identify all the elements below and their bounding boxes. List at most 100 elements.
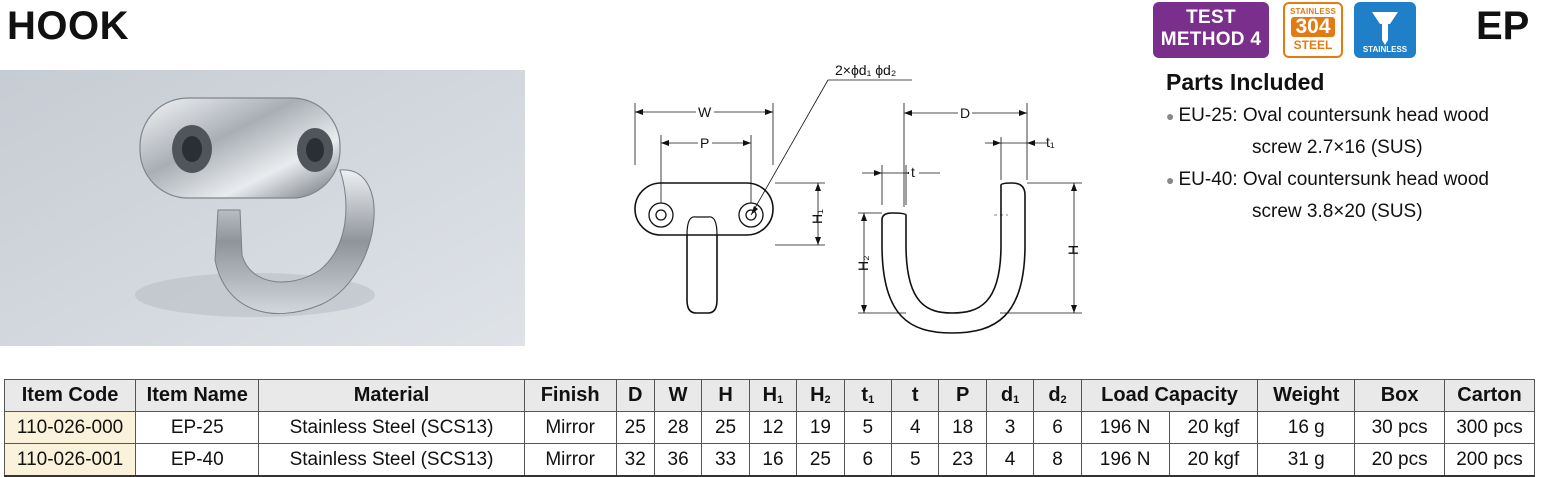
dim-t1-label: t₁ [1046, 134, 1055, 150]
col-t1-sub: 1 [868, 394, 875, 406]
cell-finish: Mirror [523, 411, 617, 444]
cell-item-name: EP-25 [135, 411, 260, 444]
col-item-name: Item Name [135, 379, 260, 412]
cell-finish: Mirror [523, 443, 617, 477]
col-d1-sub: 1 [1013, 394, 1020, 406]
col-d2-main: d [1048, 384, 1061, 406]
steel-badge-bottom: STEEL [1293, 38, 1333, 52]
test-badge-line2: METHOD 4 [1160, 29, 1262, 50]
bullet-dot-icon: ● [1166, 108, 1175, 124]
cell-h1: 16 [748, 443, 798, 477]
hole-diameter-label: 2×ϕd₁ ϕd₂ [835, 62, 896, 78]
page-title: HOOK [7, 4, 129, 48]
spec-table: Item Code Item Name Material Finish D W … [3, 379, 1535, 477]
cell-d: 25 [615, 411, 655, 444]
cell-t: 5 [891, 443, 940, 477]
col-d1-main: d [1000, 384, 1014, 406]
cell-box: 20 pcs [1354, 443, 1445, 477]
part-item: ●EU-25: Oval countersunk head wood screw… [1166, 100, 1536, 163]
cell-weight: 16 g [1257, 411, 1356, 444]
screw-icon [1372, 12, 1398, 45]
cell-material: Stainless Steel (SCS13) [258, 411, 525, 444]
col-h2: H2 [796, 379, 845, 412]
table-header-row: Item Code Item Name Material Finish D W … [3, 379, 1535, 412]
cell-box: 30 pcs [1354, 411, 1445, 444]
col-h: H [701, 379, 750, 412]
col-d2-sub: 2 [1060, 394, 1067, 406]
cell-d: 32 [615, 443, 655, 477]
part-desc-line2: screw 3.8×20 (SUS) [1252, 201, 1423, 222]
col-carton: Carton [1444, 379, 1535, 412]
product-photo [0, 70, 525, 346]
dim-w-label: W [698, 104, 712, 120]
cell-carton: 300 pcs [1444, 411, 1535, 444]
cell-h2: 19 [796, 411, 845, 444]
test-badge-line1: TEST [1186, 7, 1236, 28]
col-w: W [653, 379, 703, 412]
part-code: EU-40: [1178, 169, 1238, 190]
col-d1: d1 [985, 379, 1035, 412]
front-view [634, 79, 912, 314]
stainless-screw-badge: STAINLESS [1354, 2, 1416, 58]
col-t1: t1 [843, 379, 893, 412]
cell-t1: 6 [843, 443, 893, 477]
col-material: Material [258, 379, 525, 412]
cell-t1: 5 [843, 411, 893, 444]
col-box: Box [1354, 379, 1445, 412]
cell-carton: 200 pcs [1444, 443, 1535, 477]
cell-w: 28 [653, 411, 703, 444]
dim-p-label: P [700, 135, 709, 151]
dim-d-label: D [960, 105, 970, 121]
col-load-capacity: Load Capacity [1080, 379, 1259, 412]
dim-h2-label: H₂ [855, 255, 871, 271]
technical-drawing: 2×ϕd₁ ϕd₂ W P H₁ D t₁ t H₂ H [634, 62, 1082, 334]
cell-d1: 4 [985, 443, 1035, 477]
steel-badge-top: STAINLESS [1289, 7, 1337, 16]
cell-material: Stainless Steel (SCS13) [258, 443, 525, 477]
col-h2-sub: 2 [824, 394, 831, 406]
stainless-304-badge: STAINLESS 304 STEEL [1283, 2, 1343, 58]
steel-badge-number: 304 [1291, 16, 1335, 37]
cell-p: 18 [938, 411, 987, 444]
col-d: D [615, 379, 655, 412]
cell-load-n: 196 N [1080, 411, 1170, 444]
part-desc-line1: Oval countersunk head wood [1242, 169, 1489, 190]
cell-load-kgf: 20 kgf [1168, 411, 1259, 444]
part-desc-line2: screw 2.7×16 (SUS) [1252, 137, 1423, 158]
part-item: ●EU-40: Oval countersunk head wood screw… [1166, 164, 1536, 227]
cell-load-n: 196 N [1080, 443, 1170, 477]
cell-d2: 8 [1033, 443, 1082, 477]
dim-t-label: t [911, 164, 915, 180]
cell-load-kgf: 20 kgf [1168, 443, 1259, 477]
col-t: t [891, 379, 940, 412]
col-t1-main: t [861, 384, 869, 406]
cell-p: 23 [938, 443, 987, 477]
col-h1-sub: 1 [777, 394, 784, 406]
part-code: EU-25: [1178, 105, 1238, 126]
col-h2-main: H [810, 384, 825, 406]
stainless-badge-label: STAINLESS [1362, 45, 1408, 54]
dim-h-label: H [1065, 245, 1081, 255]
cell-w: 36 [653, 443, 703, 477]
col-finish: Finish [523, 379, 617, 412]
bullet-dot-icon: ● [1166, 172, 1175, 188]
col-d2: d2 [1033, 379, 1082, 412]
cell-item-code: 110-026-000 [3, 411, 137, 444]
part-desc-line1: Oval countersunk head wood [1242, 105, 1489, 126]
cell-t: 4 [891, 411, 940, 444]
dim-h1-label: H₁ [809, 209, 825, 224]
cell-h2: 25 [796, 443, 845, 477]
col-h1-main: H [762, 384, 778, 406]
col-item-code: Item Code [3, 379, 137, 412]
cell-item-code: 110-026-001 [3, 443, 137, 477]
cell-weight: 31 g [1257, 443, 1356, 477]
table-row: 110-026-000 EP-25 Stainless Steel (SCS13… [3, 411, 1535, 444]
side-view [858, 103, 1082, 334]
col-p: P [938, 379, 987, 412]
col-weight: Weight [1257, 379, 1356, 412]
cell-h: 33 [701, 443, 750, 477]
product-code: EP [1476, 4, 1530, 48]
parts-included-title: Parts Included [1166, 69, 1325, 95]
cell-item-name: EP-40 [135, 443, 260, 477]
cell-h1: 12 [748, 411, 798, 444]
